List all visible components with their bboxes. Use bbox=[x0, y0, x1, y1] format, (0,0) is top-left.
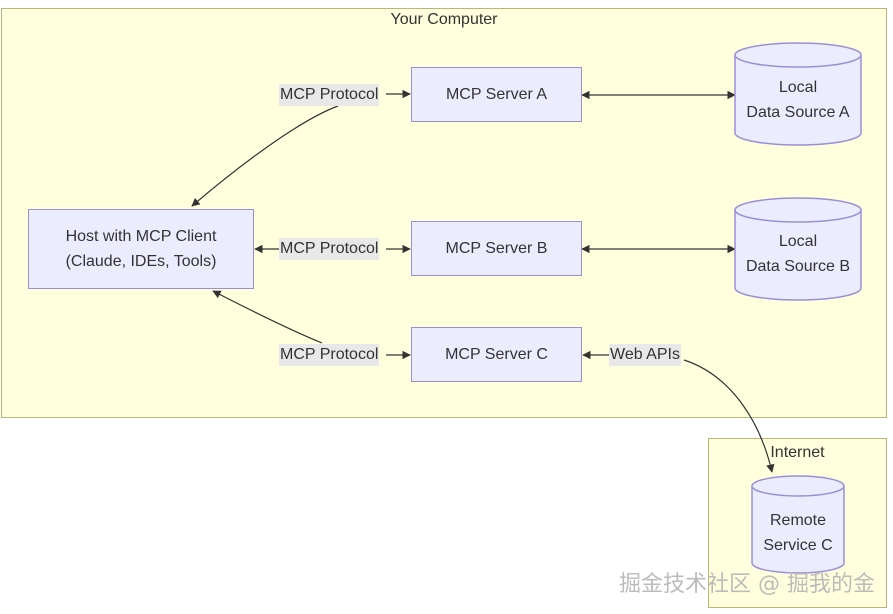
edge-label-host-server-b: MCP Protocol bbox=[279, 238, 380, 260]
source-b-line1: Local bbox=[778, 233, 818, 250]
remote-c-line2: Service C bbox=[763, 537, 833, 554]
server-c-node: MCP Server C bbox=[411, 327, 582, 382]
cylinder-source-a bbox=[734, 42, 862, 146]
edge-label-host-server-a: MCP Protocol bbox=[279, 84, 380, 106]
remote-c-line1: Remote bbox=[769, 512, 827, 529]
source-a-line1: Local bbox=[778, 79, 818, 96]
edge-label-host-server-c: MCP Protocol bbox=[279, 344, 380, 366]
host-line1: Host with MCP Client bbox=[65, 228, 217, 245]
remote-c-label: Remote Service C bbox=[752, 503, 844, 563]
edge-label-server-c-remote: Web APIs bbox=[609, 344, 681, 366]
server-a-node: MCP Server A bbox=[411, 67, 582, 122]
source-b-label: Local Data Source B bbox=[735, 224, 861, 284]
edge-server-c-remote bbox=[683, 359, 775, 473]
watermark: 掘金技术社区 @ 掘我的金 bbox=[619, 572, 875, 597]
cylinder-source-b bbox=[734, 197, 862, 301]
source-a-line2: Data Source A bbox=[746, 104, 850, 121]
host-node: Host with MCP Client (Claude, IDEs, Tool… bbox=[28, 209, 254, 289]
source-b-line2: Data Source B bbox=[745, 258, 851, 275]
host-line2: (Claude, IDEs, Tools) bbox=[65, 253, 217, 270]
server-a-label: MCP Server A bbox=[445, 86, 548, 103]
cluster-title: Your Computer bbox=[390, 11, 498, 28]
edge-host-server-c bbox=[212, 290, 323, 344]
cluster-title: Internet bbox=[770, 444, 825, 461]
cluster-internet: Internet bbox=[708, 438, 887, 608]
server-b-label: MCP Server B bbox=[445, 240, 548, 257]
cylinder-remote-c bbox=[751, 475, 845, 574]
server-b-node: MCP Server B bbox=[411, 221, 582, 276]
source-a-label: Local Data Source A bbox=[735, 70, 861, 130]
edge-host-server-a bbox=[191, 105, 339, 207]
server-c-label: MCP Server C bbox=[445, 346, 548, 363]
